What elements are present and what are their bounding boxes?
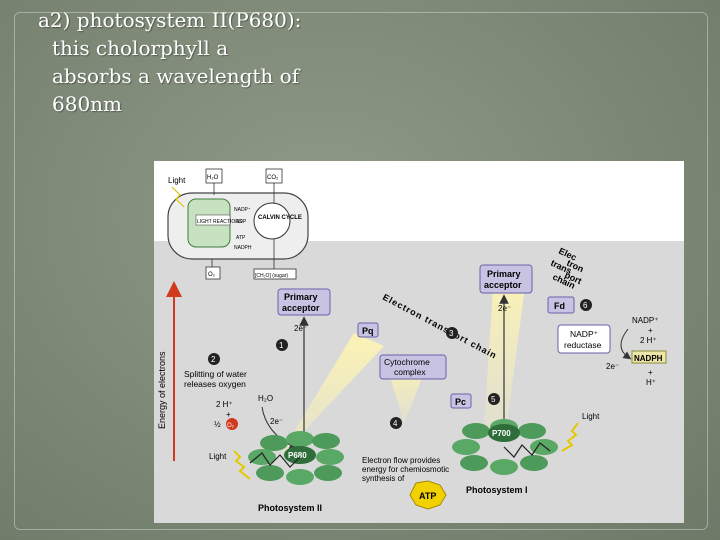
- step-6-badge: [580, 299, 592, 311]
- pq-label: Pq: [362, 326, 374, 336]
- nadph-label: NADPH: [634, 354, 663, 363]
- step-1-badge: [276, 339, 288, 351]
- photosystem-ii-cluster: [248, 431, 344, 485]
- light-right-label: Light: [582, 412, 600, 421]
- splitting-line1: Splitting of water: [184, 369, 247, 379]
- inset-nadp: NADP⁺: [234, 207, 251, 213]
- plus-sign-2: +: [648, 368, 653, 377]
- inset-nadph: NADPH: [234, 245, 252, 251]
- light-reactions-diagram: Light H₂O CO₂ LIGHT REACTIONS CALVIN CYC…: [154, 168, 684, 523]
- fd-carrier: [547, 296, 575, 314]
- water-electrons: 2e⁻: [270, 417, 283, 426]
- step-4-number: 4: [393, 419, 398, 428]
- inset-o2: O₂: [208, 272, 216, 278]
- cytochrome-complex: [379, 354, 447, 380]
- inset-adp: ADP: [236, 219, 247, 225]
- water-plus: +: [226, 410, 231, 419]
- ps1-energy-transfer: [503, 442, 551, 458]
- step-5-badge: [488, 393, 500, 405]
- title-line-2: this cholorphyll a: [52, 36, 229, 60]
- ps1-label: Photosystem I: [466, 485, 528, 495]
- pc-carrier: [450, 393, 472, 409]
- step-6-number: 6: [583, 301, 588, 310]
- p680-label: P680: [288, 451, 307, 460]
- inset-h2o: H₂O: [207, 175, 219, 181]
- atp-burst: [409, 480, 447, 510]
- h-plus-label: H⁺: [646, 378, 656, 387]
- inset-light-reactions: LIGHT REACTIONS: [197, 219, 243, 225]
- title-line-4: 680nm: [52, 92, 123, 116]
- step-2-number: 2: [211, 355, 216, 364]
- step-3-badge: [446, 327, 458, 339]
- photosynthesis-figure: Light H₂O CO₂ LIGHT REACTIONS CALVIN CYC…: [154, 161, 684, 523]
- flow-text-line2: energy for chemiosmotic: [362, 465, 449, 474]
- nadp-reduction-arrow: [620, 328, 632, 360]
- nadp-reductase: [557, 324, 611, 354]
- step-1-number: 1: [279, 341, 284, 350]
- photosystem-i-cluster: [452, 419, 558, 475]
- inset-light-label: Light: [168, 176, 186, 185]
- ps1-primary-acceptor: [479, 264, 533, 294]
- pc-label: Pc: [455, 397, 466, 407]
- inset-sugar: [CH₂O] (sugar): [255, 273, 288, 279]
- ps2-energy-transfer: [249, 452, 301, 468]
- chloroplast-inset: Light H₂O CO₂ LIGHT REACTIONS CALVIN CYC…: [167, 168, 309, 280]
- nadp-plus-label: NADP⁺: [632, 316, 658, 325]
- title-line-3: absorbs a wavelength of: [52, 64, 300, 88]
- flow-text-line1: Electron flow provides: [362, 456, 440, 465]
- oxygen-bubble: [226, 418, 238, 430]
- beam-to-ps1-acceptor: [484, 271, 526, 431]
- water-h2o: H₂O: [258, 394, 273, 403]
- slide-frame: [14, 12, 708, 530]
- ps2-acceptor-line2: acceptor: [282, 303, 320, 313]
- ps1-acceptor-line1: Primary: [487, 269, 521, 279]
- ps2-label: Photosystem II: [258, 503, 322, 513]
- inset-atp: ATP: [236, 235, 246, 241]
- light-left-bolt: [233, 450, 251, 480]
- plus-sign-1: +: [648, 326, 653, 335]
- two-h-plus-label: 2 H⁺: [640, 336, 657, 345]
- light-right-bolt: [561, 422, 579, 452]
- water-electron-arrow: [261, 406, 298, 449]
- beam-to-pq: [276, 333, 384, 461]
- ps2-primary-acceptor: [277, 288, 331, 316]
- nadp-reductase-line2: reductase: [564, 340, 602, 350]
- water-2h: 2 H⁺: [216, 400, 233, 409]
- light-left-label: Light: [209, 452, 227, 461]
- ps2-electron-label: 2e⁻: [294, 324, 307, 333]
- inset-calvin-cycle: CALVIN CYCLE: [258, 215, 302, 221]
- cytochrome-line2: complex: [394, 367, 426, 377]
- step-2-badge: [208, 353, 220, 365]
- step-5-number: 5: [491, 395, 496, 404]
- title-line-1: a2) photosystem II(P680):: [38, 8, 302, 32]
- ps1-acceptor-line2: acceptor: [484, 280, 522, 290]
- fd-label: Fd: [554, 301, 565, 311]
- flow-text-line3: synthesis of: [362, 474, 405, 483]
- nadp-reductase-line1: NADP⁺: [570, 329, 599, 339]
- inset-co2: CO₂: [267, 175, 279, 181]
- slide-title: a2) photosystem II(P680): this cholorphy…: [38, 6, 368, 118]
- p700-label: P700: [492, 429, 511, 438]
- atp-label: ATP: [419, 491, 436, 501]
- step-3-number: 3: [449, 329, 454, 338]
- splitting-line2: releases oxygen: [184, 379, 246, 389]
- ps2-acceptor-line1: Primary: [284, 292, 318, 302]
- energy-axis-label: Energy of electrons: [157, 351, 167, 429]
- water-half: ½: [214, 420, 221, 429]
- pq-carrier: [357, 322, 379, 338]
- step-4-badge: [390, 417, 402, 429]
- water-o2: O₂: [227, 423, 235, 429]
- cytochrome-line1: Cytochrome: [384, 357, 430, 367]
- nadp-electrons: 2e⁻: [606, 362, 619, 371]
- nadph-box: [631, 350, 667, 364]
